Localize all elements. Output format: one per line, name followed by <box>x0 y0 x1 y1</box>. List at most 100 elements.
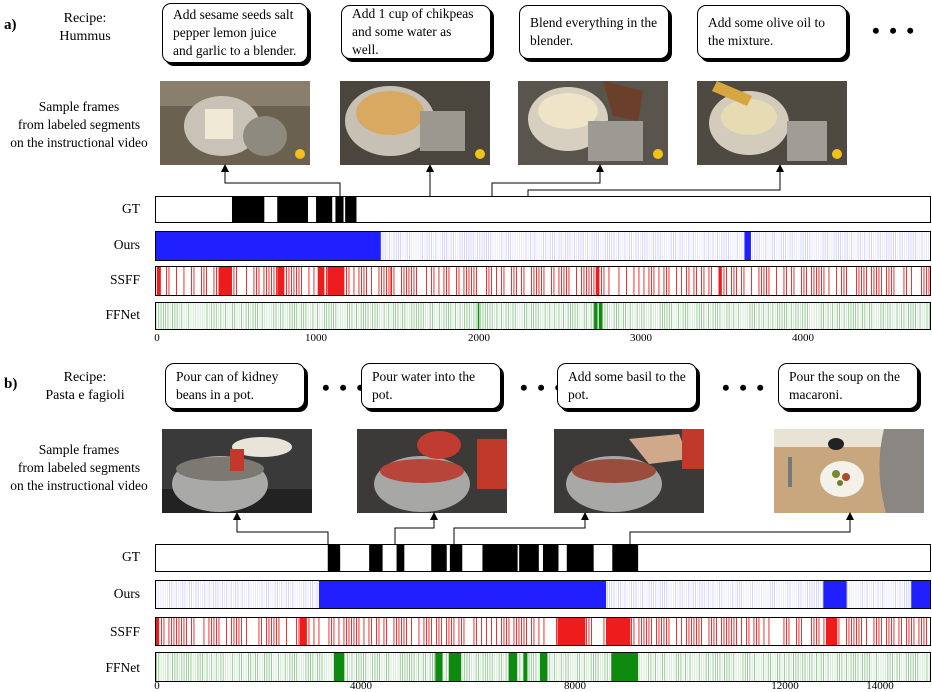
ffnet-tick <box>563 653 564 681</box>
ours-tick <box>178 581 179 608</box>
ours-tick <box>868 581 870 608</box>
ours-tick <box>169 581 170 608</box>
ours-tick <box>875 232 877 260</box>
ffnet-tick <box>928 303 930 329</box>
ffnet-tick <box>165 653 167 681</box>
ffnet-tick <box>287 653 288 681</box>
ssff-tick <box>406 618 407 645</box>
ours-tick <box>719 232 720 260</box>
ours-tick <box>422 232 423 260</box>
ffnet-tick <box>866 653 868 681</box>
ours-tick <box>798 581 800 608</box>
ours-tick <box>516 232 518 260</box>
ours-tick <box>750 581 751 608</box>
ffnet-tick <box>491 653 493 681</box>
ssff-tick <box>888 267 890 295</box>
ssff-tick <box>276 618 277 645</box>
ours-tick <box>582 232 584 260</box>
ours-tick <box>488 232 489 260</box>
ssff-tick <box>878 267 880 295</box>
ffnet-tick <box>298 653 300 681</box>
ours-tick <box>435 232 437 260</box>
ssff-tick <box>693 618 695 645</box>
ffnet-tick <box>464 303 466 329</box>
ours-tick <box>796 232 797 260</box>
ffnet-tick <box>726 653 728 681</box>
ours-tick <box>789 581 791 608</box>
recipe-name: Hummus <box>59 29 111 44</box>
ffnet-tick <box>772 653 774 681</box>
ours-tick <box>673 232 674 260</box>
ours-tick <box>208 581 210 608</box>
ssff-tick <box>516 267 517 295</box>
ffnet-tick <box>282 653 284 681</box>
ffnet-tick <box>259 653 261 681</box>
ffnet-tick <box>482 303 484 329</box>
recipe-name: Pasta e fagioli <box>45 388 125 403</box>
ffnet-tick <box>662 653 663 681</box>
ours-tick <box>734 581 736 608</box>
ffnet-tick <box>583 303 585 329</box>
ours-tick <box>503 232 505 260</box>
ffnet-tick <box>323 653 325 681</box>
ssff-tick <box>166 267 167 295</box>
ours-tick <box>838 232 839 260</box>
ffnet-tick <box>176 303 178 329</box>
ffnet-tick <box>535 303 537 329</box>
ffnet-tick <box>158 653 160 681</box>
ffnet-tick <box>728 653 730 681</box>
ours-tick <box>442 232 443 260</box>
ssff-tick <box>456 267 457 295</box>
ours-tick <box>574 232 575 260</box>
ssff-tick <box>271 618 272 645</box>
ffnet-tick <box>795 653 797 681</box>
ffnet-tick <box>349 303 351 329</box>
ours-tick <box>624 581 626 608</box>
ffnet-tick <box>489 653 491 681</box>
ours-tick <box>219 581 221 608</box>
ssff-segment <box>557 618 586 645</box>
ssff-tick <box>476 267 477 295</box>
ssff-tick <box>356 618 357 645</box>
ffnet-tick <box>625 303 627 329</box>
ssff-tick <box>696 267 697 295</box>
ffnet-tick <box>823 303 824 329</box>
ffnet-tick <box>809 653 811 681</box>
ffnet-tick <box>406 653 408 681</box>
ffnet-tick <box>758 303 760 329</box>
ours-tick <box>904 581 905 608</box>
gt-track-b <box>155 544 931 572</box>
ssff-tick <box>801 267 802 295</box>
ffnet-tick <box>303 303 305 329</box>
ours-tick <box>884 581 885 608</box>
ffnet-tick <box>597 303 599 329</box>
ours-tick <box>387 232 388 260</box>
ffnet-tick <box>668 653 670 681</box>
ssff-tick <box>203 618 205 645</box>
ours-tick <box>840 232 841 260</box>
ours-tick <box>217 581 219 608</box>
recipe-label: Recipe: <box>63 370 107 385</box>
ffnet-tick <box>185 303 187 329</box>
ffnet-tick <box>673 653 675 681</box>
ours-tick <box>277 581 278 608</box>
ssff-tick <box>866 618 867 645</box>
ours-tick <box>290 581 291 608</box>
ssff-tick <box>293 267 295 295</box>
ffnet-tick <box>728 303 730 329</box>
ours-tick <box>873 581 874 608</box>
ours-tick <box>182 581 184 608</box>
arrow-b3 <box>453 512 589 544</box>
gt-segment <box>369 545 383 571</box>
ffnet-tick <box>183 653 185 681</box>
ours-tick <box>213 581 214 608</box>
ssff-tick <box>811 618 812 645</box>
ffnet-tick <box>650 653 652 681</box>
ssff-tick <box>751 267 752 295</box>
gt-segment <box>396 545 405 571</box>
ours-tick <box>794 581 795 608</box>
ours-tick <box>479 232 481 260</box>
step-text: Pour can of kidney beans in a pot. <box>176 369 279 402</box>
tick-label: 0 <box>154 332 160 344</box>
ssff-tick <box>486 618 487 645</box>
